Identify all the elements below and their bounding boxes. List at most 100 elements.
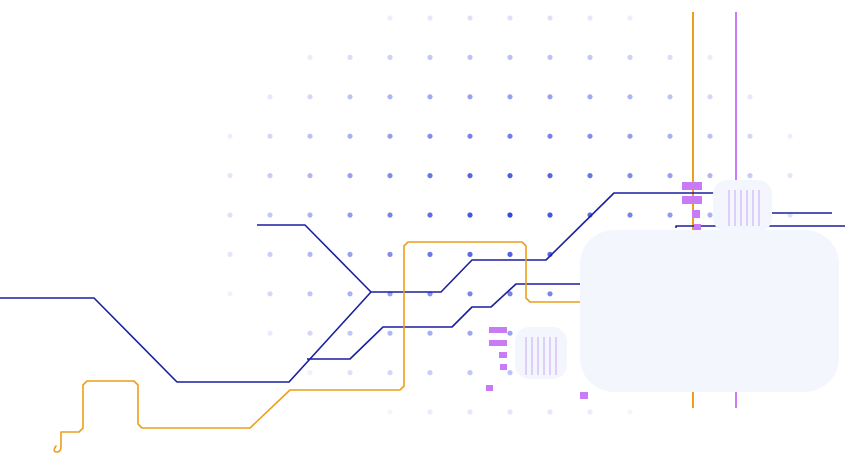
- large-panel: [580, 230, 839, 392]
- grid-dot: [227, 133, 233, 139]
- grid-dot: [387, 173, 393, 179]
- microchip-small: [515, 327, 567, 379]
- grid-dot: [387, 54, 393, 61]
- grid-dot: [467, 212, 473, 218]
- grid-dot: [667, 54, 673, 61]
- grid-dot: [547, 212, 553, 218]
- grid-dot: [267, 330, 273, 336]
- connector-pads-bottom: [486, 327, 588, 399]
- grid-dot: [547, 133, 553, 139]
- navy-trace-lower: [307, 283, 590, 360]
- grid-dot: [347, 212, 353, 218]
- grid-dot: [347, 94, 353, 100]
- chip-ridges: [525, 337, 557, 375]
- grid-dot: [627, 133, 633, 139]
- grid-dot: [707, 54, 713, 61]
- grid-dot: [427, 409, 433, 415]
- grid-dot: [507, 251, 513, 257]
- pad: [489, 340, 507, 346]
- grid-dot: [547, 409, 553, 415]
- grid-dot: [547, 291, 553, 297]
- grid-dot: [627, 54, 633, 61]
- grid-dot: [227, 291, 233, 297]
- grid-dot: [467, 15, 473, 21]
- grid-dot: [707, 173, 713, 179]
- grid-dot: [227, 251, 233, 257]
- grid-dot: [507, 409, 513, 415]
- grid-dot: [267, 212, 273, 218]
- grid-dot: [427, 54, 433, 61]
- pad: [692, 210, 700, 218]
- grid-dot: [307, 54, 313, 61]
- grid-dot: [427, 94, 433, 100]
- grid-dot: [787, 133, 793, 139]
- pad: [489, 327, 507, 333]
- grid-dot: [307, 212, 313, 218]
- grid-dot: [627, 212, 633, 218]
- grid-dot: [307, 330, 313, 336]
- microchip-top: [713, 180, 772, 232]
- grid-dot: [667, 173, 673, 179]
- grid-dot: [667, 133, 673, 139]
- grid-dot: [227, 212, 233, 218]
- grid-dot: [307, 133, 313, 139]
- grid-dot: [347, 251, 353, 257]
- grid-dot: [587, 173, 593, 179]
- grid-dot: [387, 370, 393, 376]
- grid-dot: [467, 54, 473, 61]
- pad: [682, 196, 702, 204]
- pad: [500, 364, 507, 370]
- grid-dot: [467, 251, 473, 257]
- grid-dot: [627, 15, 633, 21]
- grid-dot: [467, 291, 473, 297]
- grid-dot: [467, 173, 473, 179]
- grid-dot: [507, 291, 513, 297]
- navy-trace-long: [0, 192, 714, 383]
- pad: [580, 392, 588, 399]
- grid-dot: [347, 54, 353, 61]
- grid-dot: [507, 370, 513, 376]
- grid-dot: [747, 94, 753, 100]
- grid-dot: [587, 133, 593, 139]
- pad: [682, 182, 702, 190]
- grid-dot: [307, 291, 313, 297]
- grid-dot: [507, 94, 513, 100]
- grid-dot: [267, 133, 273, 139]
- grid-dot: [387, 212, 393, 218]
- grid-dot: [387, 251, 393, 257]
- grid-dot: [507, 173, 513, 179]
- grid-dot: [427, 173, 433, 179]
- grid-dot: [467, 370, 473, 376]
- grid-dot: [587, 15, 593, 21]
- grid-dot: [307, 370, 313, 376]
- grid-dot: [227, 173, 233, 179]
- grid-dot: [467, 94, 473, 100]
- grid-dot: [267, 94, 273, 100]
- grid-dot: [467, 133, 473, 139]
- grid-dot: [427, 330, 433, 336]
- navy-trace-right-lower: [675, 225, 845, 228]
- chip-body: [713, 180, 772, 232]
- grid-dot: [667, 212, 673, 218]
- grid-dot: [347, 173, 353, 179]
- grid-dot: [427, 133, 433, 139]
- grid-dot: [707, 212, 713, 218]
- grid-dot: [747, 173, 753, 179]
- grid-dot: [467, 409, 473, 415]
- grid-dot: [587, 94, 593, 100]
- grid-dot: [707, 133, 713, 139]
- chip-body: [515, 327, 567, 379]
- grid-dot: [507, 330, 513, 336]
- grid-dot: [427, 15, 433, 21]
- grid-dot: [627, 173, 633, 179]
- grid-dot: [347, 291, 353, 297]
- pad: [694, 224, 701, 230]
- grid-dot: [547, 15, 553, 21]
- pad: [486, 385, 493, 391]
- grid-dot: [347, 330, 353, 336]
- grid-dot: [387, 409, 393, 415]
- grid-dot: [547, 94, 553, 100]
- grid-dot: [507, 212, 513, 218]
